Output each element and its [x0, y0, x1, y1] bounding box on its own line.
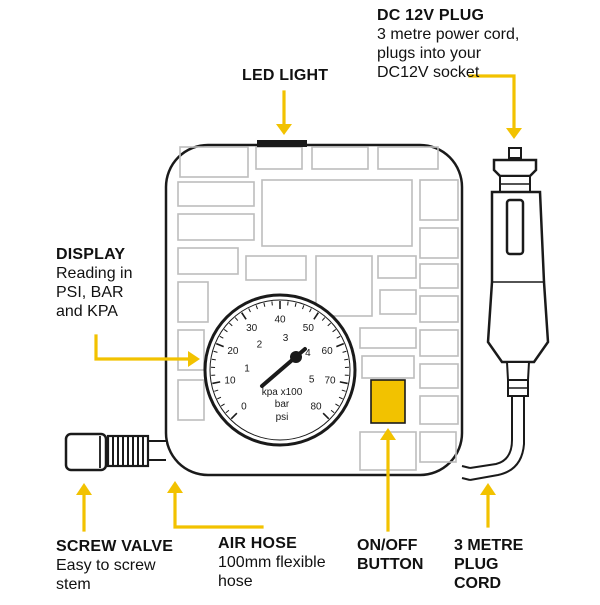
label-plug-cord-line-2: PLUG [454, 556, 523, 575]
label-on-off-line-2: BUTTON [357, 556, 423, 575]
gauge-outer-label: 50 [303, 323, 315, 334]
label-led-light-title: LED LIGHT [242, 67, 328, 86]
label-dc-12v-plug: DC 12V PLUG 3 metre power cord, plugs in… [377, 7, 519, 83]
label-screw-valve-line-1: Easy to screw [56, 557, 173, 576]
label-plug-cord: 3 METRE PLUG CORD [454, 537, 523, 594]
screw-valve [66, 434, 148, 470]
gauge-needle-hub [290, 351, 302, 363]
gauge-unit-kpa: kpa x100 [262, 387, 303, 398]
label-plug-cord-line-1: 3 METRE [454, 537, 523, 556]
label-display-line-3: and KPA [56, 303, 133, 322]
label-dc-12v-plug-line-2: plugs into your [377, 45, 519, 64]
label-plug-cord-line-3: CORD [454, 575, 523, 594]
gauge-inner-label: 2 [257, 340, 263, 351]
gauge-inner-label: 3 [283, 333, 289, 344]
gauge-outer-label: 10 [224, 375, 236, 386]
gauge-tick [212, 359, 216, 360]
gauge-outer-label: 20 [227, 346, 239, 357]
label-dc-12v-plug-line-1: 3 metre power cord, [377, 26, 519, 45]
label-dc-12v-plug-line-3: DC12V socket [377, 64, 519, 83]
gauge-unit-bar: bar [275, 399, 290, 410]
gauge-tick [344, 359, 348, 360]
gauge-inner-label: 1 [244, 364, 250, 375]
air-hose [148, 441, 166, 460]
label-air-hose-line-1: 100mm flexible [218, 554, 326, 573]
label-display-line-2: PSI, BAR [56, 284, 133, 303]
label-air-hose-title: AIR HOSE [218, 535, 326, 554]
label-led-light: LED LIGHT [242, 67, 328, 86]
gauge-inner-label: 5 [309, 375, 315, 386]
power-cord [470, 396, 512, 468]
label-display-title: DISPLAY [56, 246, 133, 265]
gauge-outer-label: 70 [324, 375, 336, 386]
gauge-outer-label: 30 [246, 323, 258, 334]
label-display-line-1: Reading in [56, 265, 133, 284]
label-on-off-line-1: ON/OFF [357, 537, 423, 556]
gauge-outer-label: 60 [322, 346, 334, 357]
arrow-dc-plug [470, 76, 514, 130]
gauge-outer-label: 80 [310, 402, 322, 413]
label-display: DISPLAY Reading in PSI, BAR and KPA [56, 246, 133, 322]
label-screw-valve-line-2: stem [56, 576, 173, 595]
dc-12v-plug [488, 148, 548, 396]
label-air-hose-line-2: hose [218, 573, 326, 592]
label-on-off-button: ON/OFF BUTTON [357, 537, 423, 575]
arrow-air-hose [175, 490, 262, 527]
label-screw-valve: SCREW VALVE Easy to screw stem [56, 538, 173, 595]
label-air-hose: AIR HOSE 100mm flexible hose [218, 535, 326, 592]
gauge-unit-psi: psi [276, 412, 289, 423]
led-light [257, 140, 307, 147]
gauge-outer-label: 0 [241, 402, 247, 413]
label-screw-valve-title: SCREW VALVE [56, 538, 173, 557]
on-off-button [371, 380, 405, 423]
gauge-outer-label: 40 [274, 315, 286, 326]
label-dc-12v-plug-title: DC 12V PLUG [377, 7, 519, 26]
